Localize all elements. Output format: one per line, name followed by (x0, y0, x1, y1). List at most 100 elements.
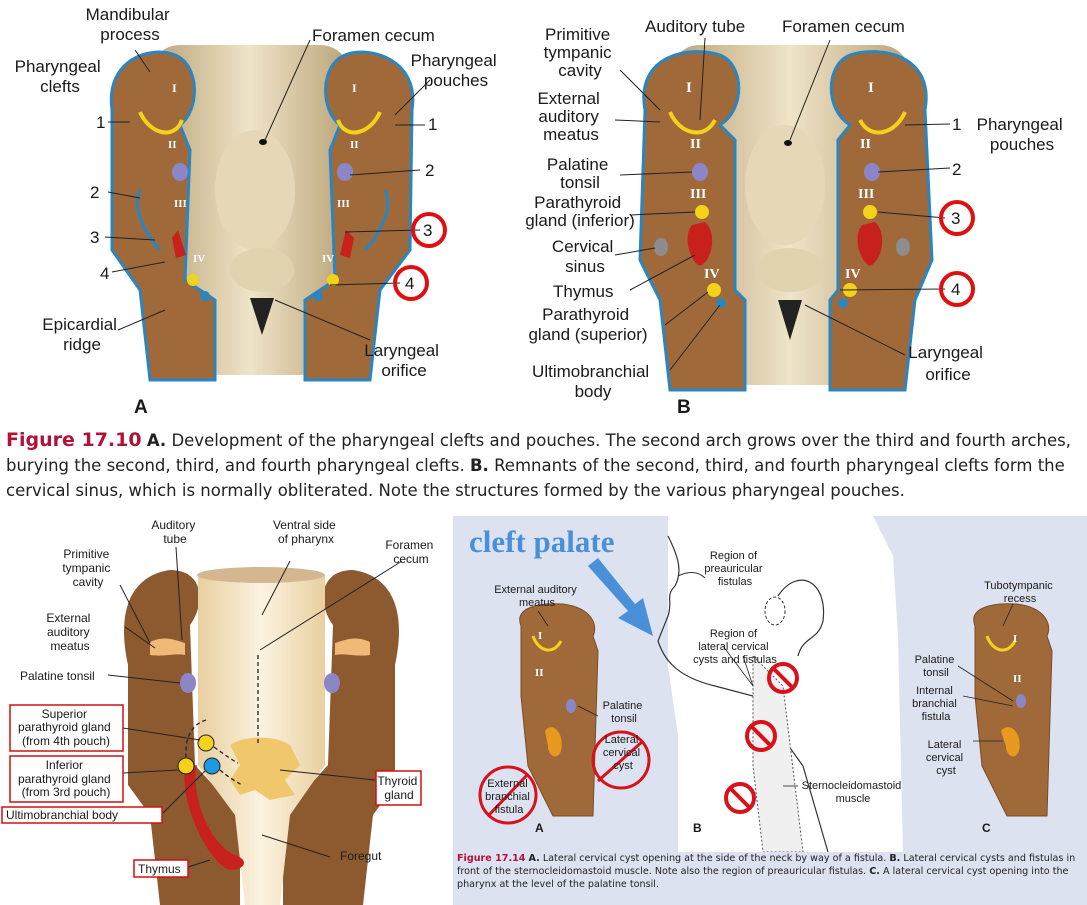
label-thyroid-gland: Thyroid gland (377, 774, 420, 802)
cervical-sinus-right (896, 238, 910, 256)
panel-a-tonsil (566, 699, 576, 713)
label-foramen-cecum: Foramen cecum (385, 538, 436, 566)
highlight-circle-3 (411, 212, 447, 248)
label-ventral-side: Ventral side of pharynx (273, 518, 339, 546)
pharynx-derivatives-diagram: Auditory tube Ventral side of pharynx Fo… (0, 515, 452, 905)
tonsil-right (324, 673, 340, 693)
label-pharyngeal-pouches: Pharyngeal pouches (977, 115, 1068, 154)
roman-I-left: I (686, 80, 692, 96)
parathyroid-superior-left (707, 283, 721, 297)
thymus-shape (184, 765, 245, 870)
caption-c-label: C. (869, 866, 880, 877)
label-pharyngeal-clefts: Pharyngeal clefts (15, 57, 106, 96)
tonsil-left (180, 673, 196, 693)
face-profile (657, 535, 829, 852)
ultimobranchial-left (716, 298, 726, 308)
pouch-1-left (138, 111, 184, 135)
epiglottal-swelling (230, 248, 294, 292)
label-thymus: Thymus (138, 862, 181, 876)
figure-17-10-b: I I II II III III IV IV Primitive tympan… (520, 0, 1087, 420)
pouch-1-left (668, 111, 717, 135)
thymus-right (340, 230, 354, 258)
label-parathyroid-superior: Parathyroid gland (superior) (528, 305, 647, 344)
label-palatine-tonsil-c: Palatine tonsil (915, 654, 958, 679)
foramen-cecum-dot (259, 139, 267, 145)
thymus-right (857, 222, 883, 266)
label-sternocleidomastoid: Sternocleidomastoid muscle (802, 780, 905, 805)
label-superior-parathyroid: Superior parathyroid gland (from 4th pou… (18, 707, 114, 748)
label-pharyngeal-pouches: Pharyngeal pouches (411, 51, 502, 90)
roman-II-left: II (168, 139, 177, 151)
panel-a-roman-I: I (538, 630, 542, 642)
tonsil-right (337, 163, 353, 181)
thyroid-gland-shape (230, 737, 300, 800)
parathyroid-right (327, 274, 339, 286)
label-pouch-3: 3 (951, 209, 960, 228)
label-cleft-4: 4 (100, 264, 109, 283)
highlight-circle-4 (939, 271, 975, 307)
thymus-left (172, 230, 186, 258)
auditory-tube-right (335, 638, 370, 656)
caption-figure-number: Figure 17.10 (6, 429, 142, 451)
panel-c-pouch (985, 635, 1017, 652)
roman-IV-left: IV (704, 267, 720, 282)
ear-outline (777, 579, 825, 657)
auditory-tube-left (150, 638, 185, 656)
prohibit-icon-3 (724, 782, 756, 814)
label-foregut: Foregut (340, 849, 382, 863)
roman-II-right: II (350, 139, 359, 151)
roman-III-left: III (690, 187, 706, 202)
panel-label-a: A (535, 821, 544, 835)
panel-c-lateral-cyst (1001, 727, 1020, 757)
parathyroid-inferior-right (863, 205, 877, 219)
label-pouch-1: 1 (952, 115, 961, 134)
label-lateral-cervical-cyst-a: Lateral cervical cyst (603, 734, 643, 772)
panel-label-c: C (982, 821, 991, 835)
tonsil-left (692, 163, 708, 181)
left-arches (109, 50, 217, 382)
label-internal-branchial-fistula: Internal branchial fistula (912, 685, 960, 723)
label-external-auditory-meatus: External auditory meatus (46, 611, 93, 653)
label-foramen-cecum: Foramen cecum (782, 17, 905, 36)
figure-17-10-a: I I II II III III IV IV Mandibular proce… (0, 0, 520, 420)
panel-a-fistula-strike (486, 772, 530, 818)
label-palatine-tonsil: Palatine tonsil (547, 155, 613, 192)
box-thymus (133, 859, 189, 878)
panel-a-cyst-circle (591, 730, 651, 790)
caption-figure-number: Figure 17.14 (457, 853, 526, 864)
cervical-sinus-left (654, 238, 668, 256)
pouch-1-right (858, 111, 907, 135)
roman-II-left: II (690, 137, 701, 152)
panel-a-arches (519, 603, 599, 817)
roman-IV-right: IV (845, 267, 861, 282)
label-external-auditory-meatus: External auditory meatus (537, 89, 604, 144)
label-thymus: Thymus (553, 282, 613, 301)
ultimobranchial-left (200, 291, 210, 301)
foramen-cecum-dot (784, 140, 792, 146)
figure-caption-17-14: Figure 17.14 A. Lateral cervical cyst op… (457, 852, 1085, 891)
preauricular-region-outline (764, 596, 786, 626)
panel-c-tonsil (1016, 694, 1026, 708)
caption-b-text: Lateral cervical cysts and fistulas in f… (457, 853, 1076, 877)
highlight-circle-4 (393, 265, 429, 301)
panel-a-fistula-circle (478, 765, 538, 825)
label-palatine-tonsil-a: Palatine tonsil (603, 700, 646, 725)
pouch-1-right (336, 111, 382, 135)
ultimobranchial-dot (203, 757, 221, 775)
label-cervical-sinus: Cervical sinus (552, 237, 618, 276)
label-parathyroid-inferior: Parathyroid gland (inferior) (525, 193, 635, 230)
panel-c-roman-I: I (1013, 633, 1017, 645)
highlight-circle-3 (939, 200, 975, 236)
label-pouch-1: 1 (428, 115, 437, 134)
label-lateral-cervical-cyst-c: Lateral cervical cyst (926, 739, 966, 777)
box-inferior-parathyroid (9, 755, 124, 803)
laryngeal-orifice-mark (778, 300, 802, 340)
ultimobranchial-right (838, 298, 848, 308)
panel-label-b: B (693, 821, 702, 835)
label-pouch-3: 3 (423, 221, 432, 240)
tongue-bud (215, 130, 295, 250)
panel-a-lateral-cyst (545, 727, 562, 757)
panel-a-pouch (531, 635, 563, 652)
label-foramen-cecum: Foramen cecum (312, 26, 435, 45)
panel-a-cyst-strike (597, 739, 644, 783)
